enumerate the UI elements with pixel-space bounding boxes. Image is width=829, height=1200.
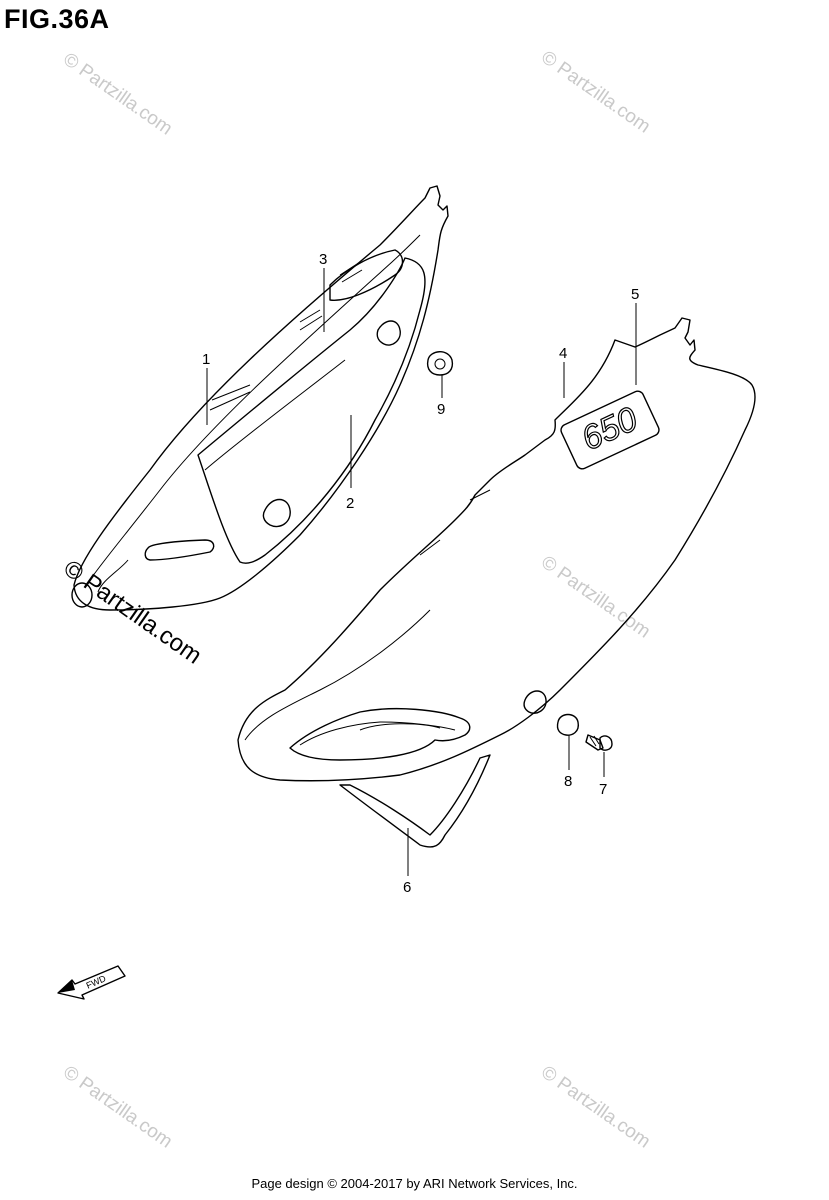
part-3-upper-trim (329, 249, 404, 301)
part-6-lower-gusset (339, 754, 491, 848)
callout-7: 7 (599, 781, 607, 798)
callout-6: 6 (403, 879, 411, 896)
emblem-text: 650 (576, 400, 644, 458)
watermark: © Partzilla.com (59, 555, 207, 670)
part-1-left-frame-cover (71, 185, 449, 611)
part-8-collar (556, 713, 580, 736)
callout-1: 1 (202, 351, 210, 368)
part-9-grommet (426, 351, 454, 376)
fwd-arrow-icon: FWD (57, 965, 126, 1000)
callout-labels: 1 2 3 4 5 6 7 8 9 (202, 251, 639, 896)
callout-5: 5 (631, 286, 639, 303)
watermark: © Partzilla.com (59, 49, 176, 140)
part-2-inner-panel (197, 257, 426, 564)
callout-9: 9 (437, 401, 445, 418)
part-7-screw (585, 734, 613, 751)
callout-4: 4 (559, 345, 567, 362)
leader-lines (206, 268, 637, 876)
page-footer: Page design © 2004-2017 by ARI Network S… (251, 1176, 578, 1191)
watermark: © Partzilla.com (537, 1062, 654, 1153)
watermark: © Partzilla.com (59, 1062, 176, 1153)
callout-3: 3 (319, 251, 327, 268)
part-4-right-frame-cover: 650 (237, 317, 756, 782)
callout-2: 2 (346, 495, 354, 512)
callout-8: 8 (564, 773, 572, 790)
watermark-layer: © Partzilla.com © Partzilla.com © Partzi… (59, 47, 654, 1153)
figure-title: FIG.36A (4, 4, 110, 34)
watermark: © Partzilla.com (537, 47, 654, 138)
watermark: © Partzilla.com (537, 552, 654, 643)
